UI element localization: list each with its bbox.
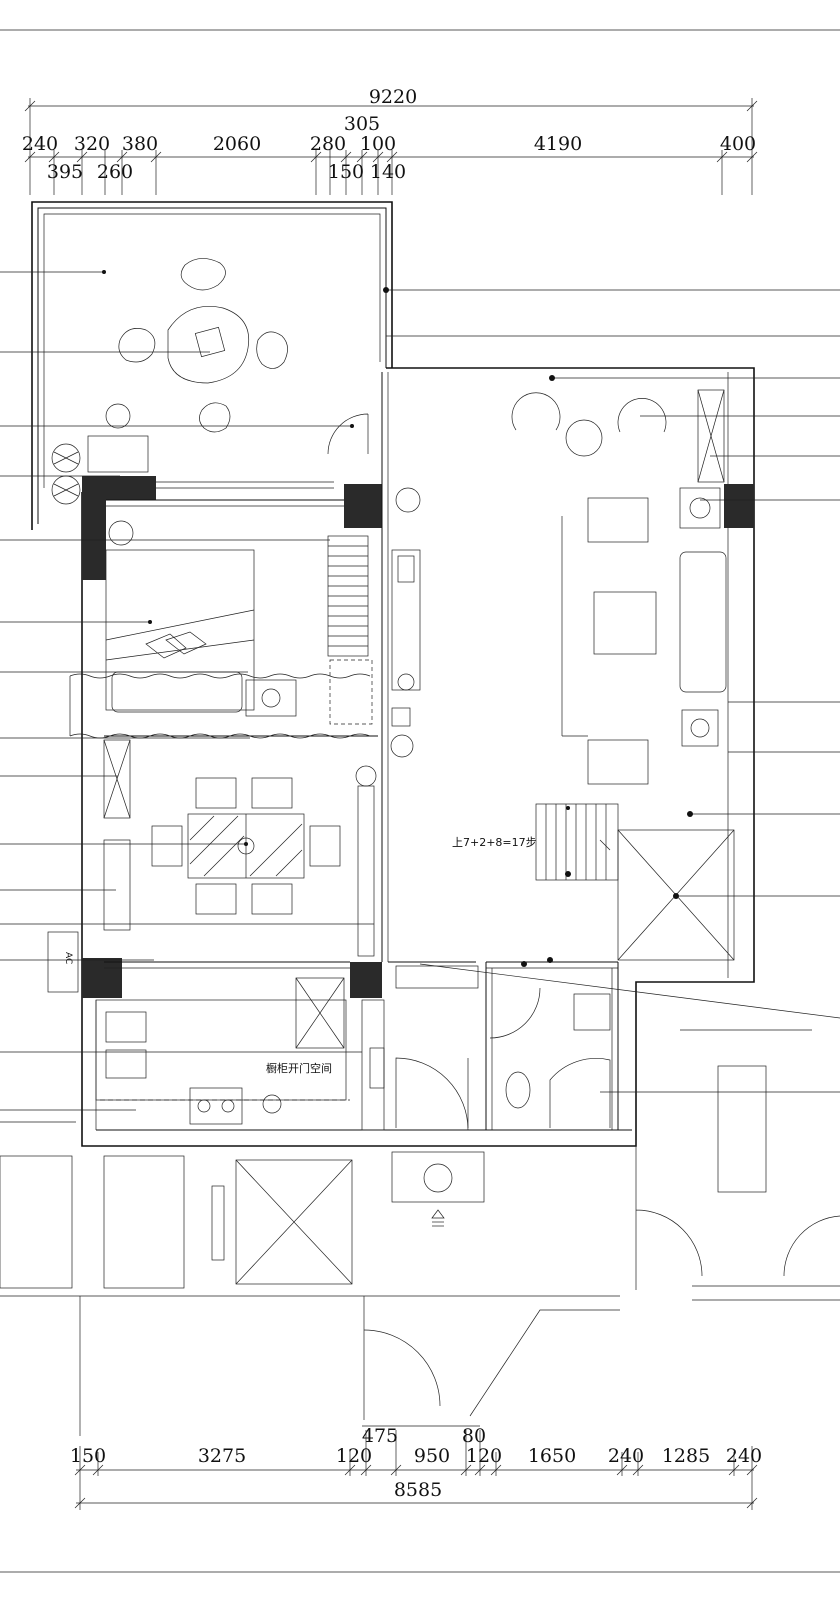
structural-columns [82,476,754,998]
bottom-dimension-chain: 475 80 150 3275 120 950 120 1650 240 128… [70,1425,762,1510]
dim-bottom-9: 240 [726,1445,762,1467]
dim-top-8: 400 [720,133,756,155]
dim-top-9: 395 [47,161,83,183]
ac-tag: AC [63,952,73,964]
dim-bottom-2: 3275 [198,1445,246,1467]
leader-lines-right [386,289,840,1093]
dim-top-4: 2060 [213,133,261,155]
dim-bottom-5: 120 [466,1445,502,1467]
kitchen-note: 橱柜开门空间 [266,1061,332,1075]
garden-terrace [51,258,369,505]
dim-bottom-overall: 8585 [394,1479,442,1501]
leader-lines-left [0,271,374,1111]
dim-bottom-6: 1650 [528,1445,576,1467]
dim-bottom-3: 120 [336,1445,372,1467]
dim-bottom-475: 475 [362,1425,398,1447]
bedroom [69,520,373,739]
dim-bottom-80: 80 [462,1425,486,1447]
adjacent-context [0,1029,840,1436]
dim-top-7: 4190 [534,133,582,155]
stair-note: 上7+2+8=17步 [452,836,537,849]
dim-top-overall: 9220 [369,86,417,108]
dim-top-11: 150 [328,161,364,183]
dining-area [103,739,377,957]
dim-top-2: 320 [74,133,110,155]
leader-dots [102,270,693,967]
dim-bottom-8: 1285 [662,1445,710,1467]
entry-and-bath [391,965,611,1227]
living-room: 上7+2+8=17步 [390,389,735,961]
dim-top-10: 260 [97,161,133,183]
dim-top-5: 280 [310,133,346,155]
dim-top-1: 240 [22,133,58,155]
top-dimension-chain: 9220 305 240 320 380 2060 280 100 4190 4… [22,86,758,195]
dim-bottom-4: 950 [414,1445,450,1467]
dim-bottom-7: 240 [608,1445,644,1467]
kitchen: 橱柜开门空间 AC [47,931,385,1131]
dim-top-6: 100 [360,133,396,155]
dim-top-305: 305 [344,113,380,135]
dim-top-12: 140 [370,161,406,183]
dim-bottom-1: 150 [70,1445,106,1467]
outer-walls [31,201,755,1147]
dim-top-3: 380 [122,133,158,155]
